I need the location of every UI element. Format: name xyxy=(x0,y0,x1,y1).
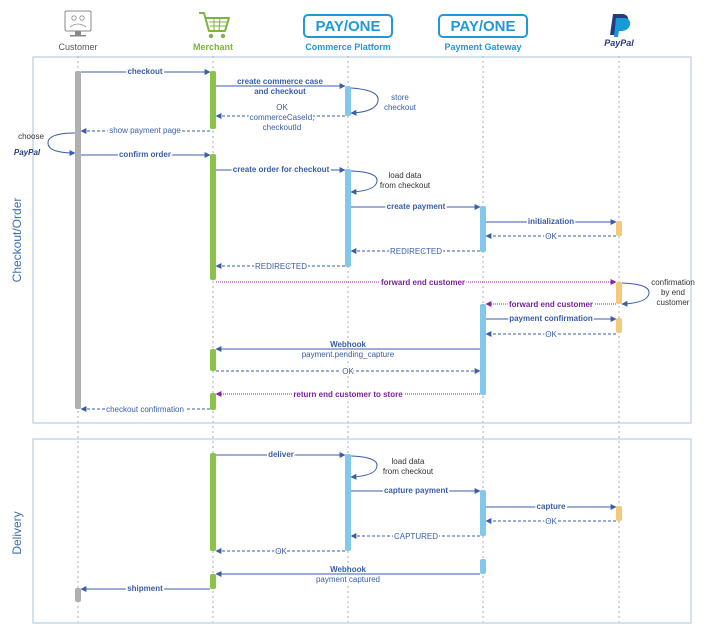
activation-commerce-deliver xyxy=(345,454,351,551)
messages: checkout create commerce case and checko… xyxy=(14,66,695,595)
label-forward-2: forward end customer xyxy=(509,300,593,309)
label-ok-1: OK xyxy=(545,232,557,241)
label-forward-1: forward end customer xyxy=(381,278,465,287)
label-deliver: deliver xyxy=(268,450,294,459)
label-confirmation-3: customer xyxy=(657,298,690,307)
payone-logo: PAY/ONE xyxy=(450,18,515,35)
label-confirm-order: confirm order xyxy=(119,150,171,159)
activation-commerce-order xyxy=(345,169,351,267)
label-create-payment: create payment xyxy=(387,202,446,211)
label-webhook-1: Webhook xyxy=(330,340,366,349)
actor-paypal: PayPal xyxy=(604,14,634,48)
actor-customer-label: Customer xyxy=(58,42,97,52)
label-capture-payment: capture payment xyxy=(384,486,448,495)
activation-paypal-payconf xyxy=(616,318,622,333)
actor-gateway-label: Payment Gateway xyxy=(444,42,521,52)
activation-gateway-capture xyxy=(480,490,486,536)
activation-gateway-payment xyxy=(480,206,486,252)
activation-paypal-init xyxy=(616,221,622,236)
label-store-2: checkout xyxy=(384,103,417,112)
label-load2-2: from checkout xyxy=(383,467,434,476)
arrow-store-loop xyxy=(350,87,379,116)
arrow-confirmation-loop xyxy=(621,282,650,307)
label-choose: choose xyxy=(18,132,44,141)
activation-merchant-order xyxy=(210,154,216,280)
frame-delivery-label: Delivery xyxy=(10,511,24,554)
label-checkout-confirmation: checkout confirmation xyxy=(106,405,184,414)
label-captured: CAPTURED xyxy=(394,532,438,541)
paypal-logo-text: PayPal xyxy=(604,38,634,48)
actor-merchant: Merchant xyxy=(193,12,233,52)
arrow-load-loop xyxy=(350,170,378,195)
activation-merchant-webhook2 xyxy=(210,574,216,589)
label-confirmation-2: by end xyxy=(661,288,685,297)
actor-merchant-label: Merchant xyxy=(193,42,233,52)
paypal-icon xyxy=(610,14,631,37)
frame-delivery xyxy=(32,438,692,624)
label-ok-case-3: checkoutId xyxy=(263,123,302,132)
label-create-case-1: create commerce case xyxy=(237,77,323,86)
label-webhook-1-detail: payment.pending_capture xyxy=(302,350,395,359)
label-show-payment: show payment page xyxy=(109,126,181,135)
shopping-cart-icon xyxy=(199,12,230,39)
computer-icon xyxy=(64,10,92,37)
activation-gateway-webhook2 xyxy=(480,559,486,574)
label-confirmation-1: confirmation xyxy=(651,278,695,287)
activation-merchant-deliver xyxy=(210,453,216,551)
actor-payment-gateway: PAY/ONE Payment Gateway xyxy=(438,14,528,52)
label-webhook-2-detail: payment captured xyxy=(316,575,380,584)
payone-logo-frame xyxy=(438,14,528,38)
label-shipment: shipment xyxy=(127,584,163,593)
activation-customer xyxy=(75,71,81,409)
label-create-case-2: and checkout xyxy=(254,87,306,96)
payone-logo: PAY/ONE xyxy=(315,18,380,35)
payone-logo-frame xyxy=(303,14,393,38)
label-payment-confirmation: payment confirmation xyxy=(509,314,593,323)
label-ok-4: OK xyxy=(545,517,557,526)
arrow-choose-loop xyxy=(47,132,76,156)
activation-merchant-checkout xyxy=(210,71,216,129)
label-ok-5: OK xyxy=(275,547,287,556)
label-capture: capture xyxy=(537,502,566,511)
label-redirected-1: REDIRECTED xyxy=(390,247,442,256)
label-load-2: from checkout xyxy=(380,181,431,190)
activation-commerce-store xyxy=(345,86,351,116)
activation-customer-shipment xyxy=(75,588,81,602)
actor-commerce-platform: PAY/ONE Commerce Platform xyxy=(303,14,393,52)
label-store-1: store xyxy=(391,93,409,102)
label-ok-3: OK xyxy=(342,367,354,376)
label-ok-2: OK xyxy=(545,330,557,339)
paypal-logo-small: PayPal xyxy=(14,148,41,157)
label-initialization: initialization xyxy=(528,217,574,226)
label-redirected-2: REDIRECTED xyxy=(255,262,307,271)
activation-merchant-return xyxy=(210,393,216,410)
frame-checkout-label: Checkout/Order xyxy=(10,198,24,283)
label-ok-case-1: OK xyxy=(276,103,288,112)
activation-paypal-confirm xyxy=(616,282,622,304)
actor-customer: Customer xyxy=(58,10,98,52)
activation-gateway-confirm xyxy=(480,304,486,395)
label-ok-case-2: commerceCaseId, xyxy=(250,113,315,122)
activation-paypal-capture xyxy=(616,506,622,521)
label-webhook-2: Webhook xyxy=(330,565,366,574)
activation-merchant-webhook xyxy=(210,349,216,371)
label-return-store: return end customer to store xyxy=(293,390,403,399)
frame-checkout xyxy=(32,56,692,424)
label-checkout: checkout xyxy=(127,67,162,76)
label-create-order: create order for checkout xyxy=(233,165,330,174)
activation-bars xyxy=(75,71,622,602)
label-load-1: load data xyxy=(389,171,422,180)
label-load2-1: load data xyxy=(392,457,425,466)
arrow-load-loop-2 xyxy=(350,455,378,480)
actor-commerce-label: Commerce Platform xyxy=(305,42,391,52)
